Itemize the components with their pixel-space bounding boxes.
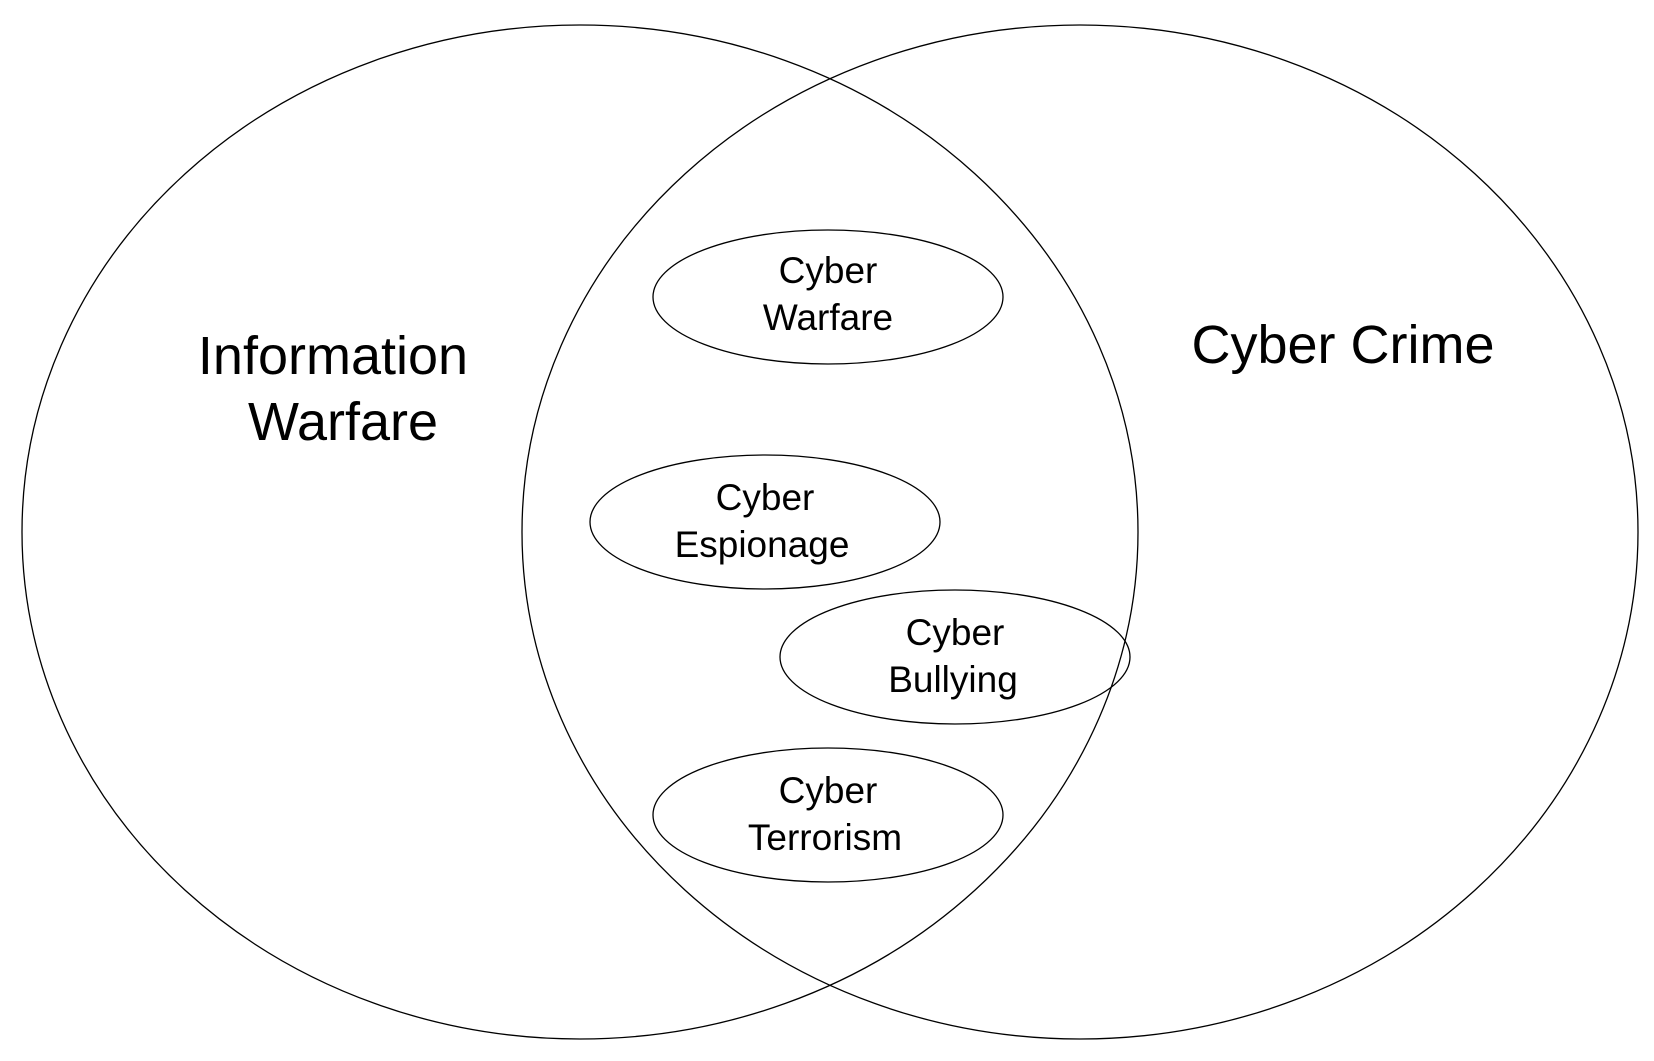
cyber-bullying-ellipse <box>779 589 1131 725</box>
cyber-espionage-ellipse <box>589 454 941 590</box>
cyber-terrorism-item: Cyber Terrorism <box>652 747 1004 883</box>
cyber-warfare-item: Cyber Warfare <box>652 229 1004 365</box>
information-warfare-label-line2: Warfare <box>248 392 438 452</box>
cyber-terrorism-label-line1: Cyber <box>779 770 878 811</box>
cyber-espionage-label-line2: Espionage <box>675 524 850 565</box>
cyber-crime-circle <box>521 24 1639 1040</box>
cyber-warfare-label-line1: Cyber <box>779 250 878 291</box>
information-warfare-circle <box>21 24 1139 1040</box>
cyber-bullying-label-line2: Bullying <box>888 659 1018 700</box>
cyber-terrorism-label-line2: Terrorism <box>748 817 902 858</box>
cyber-espionage-label-line1: Cyber <box>716 477 815 518</box>
cyber-terrorism-ellipse <box>652 747 1004 883</box>
cyber-bullying-label-line1: Cyber <box>906 612 1005 653</box>
cyber-warfare-label-line2: Warfare <box>763 297 893 338</box>
cyber-espionage-item: Cyber Espionage <box>589 454 941 590</box>
cyber-warfare-ellipse <box>652 229 1004 365</box>
cyber-bullying-item: Cyber Bullying <box>779 589 1131 725</box>
cyber-crime-label: Cyber Crime <box>1191 315 1494 375</box>
information-warfare-label-line1: Information <box>198 326 468 386</box>
